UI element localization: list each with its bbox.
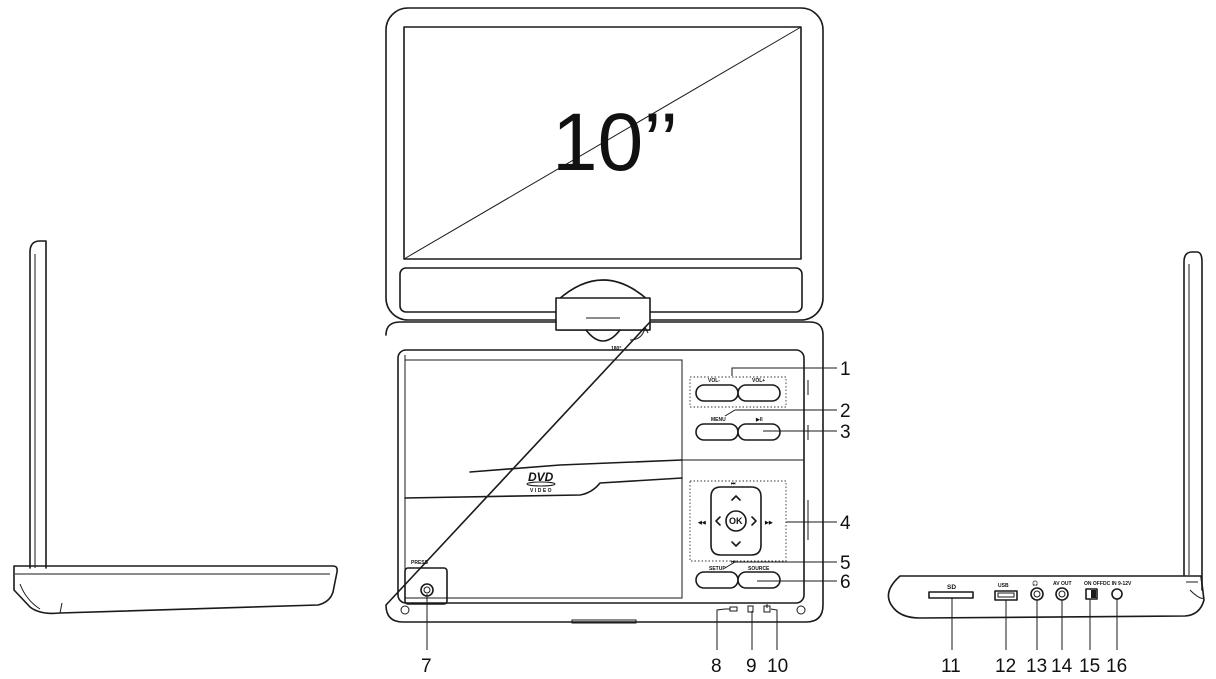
vol-plus-button[interactable] <box>737 384 781 402</box>
usb-label: USB <box>998 583 1009 589</box>
dvd-video-logo: DVD VIDEO <box>526 470 556 494</box>
press-label: PRESS <box>411 560 429 566</box>
callout-numbers: 1 2 3 4 5 6 7 8 9 10 11 12 13 14 15 16 <box>421 359 1127 677</box>
fast-forward-icon: ▶▶ <box>764 520 774 526</box>
right-side-view: SD USB 🎧 AV OUT ON OFF DC IN 9-12V <box>887 251 1205 619</box>
callout-14: 14 <box>1051 656 1073 677</box>
callout-4: 4 <box>840 513 851 534</box>
callout-9: 9 <box>746 656 757 677</box>
headphone-jack[interactable]: 🎧 <box>1030 580 1044 601</box>
rewind-icon: ◀◀ <box>697 520 706 526</box>
screw-left <box>400 605 410 615</box>
screw-right <box>796 605 806 615</box>
dc-in-jack[interactable]: DC IN 9-12V <box>1103 581 1132 600</box>
rotation-label: 180° <box>611 346 621 352</box>
av-out-jack[interactable]: AV OUT <box>1053 581 1072 601</box>
callout-16: 16 <box>1106 656 1127 677</box>
navigation-pad[interactable]: OK <box>710 486 762 556</box>
ok-label: OK <box>729 516 743 526</box>
vol-minus-label: VOL- <box>708 378 720 384</box>
dc-in-label: DC IN 9-12V <box>1103 581 1132 587</box>
power-switch-label: ON OFF <box>1084 581 1103 587</box>
callout-10: 10 <box>767 656 788 677</box>
source-button[interactable] <box>737 571 781 589</box>
callout-12: 12 <box>995 656 1016 677</box>
av-out-label: AV OUT <box>1053 581 1072 587</box>
menu-button[interactable] <box>695 423 739 441</box>
ir-sensor <box>725 606 738 612</box>
vol-minus-button[interactable] <box>695 384 739 402</box>
sd-card-slot[interactable]: SD <box>928 584 974 599</box>
press-open-button[interactable]: PRESS <box>404 560 448 605</box>
dvd-logo-text: DVD <box>528 470 554 484</box>
control-panel: VOL- VOL+ MENU ▶II OK ⏮ ⏭ ◀◀ ▶▶ SETUP <box>689 376 787 589</box>
right-arrow-icon[interactable] <box>751 516 757 526</box>
player-base: DVD VIDEO PRESS <box>385 321 824 624</box>
power-indicator <box>763 604 771 613</box>
callout-3: 3 <box>840 422 851 443</box>
sd-card-label: SD <box>947 584 956 591</box>
charge-indicator <box>747 605 754 613</box>
callout-5: 5 <box>840 553 851 574</box>
next-icon: ⏭ <box>731 559 736 565</box>
ok-button[interactable] <box>725 510 747 532</box>
callout-15: 15 <box>1079 656 1100 677</box>
vol-plus-label: VOL+ <box>752 378 765 384</box>
callout-2: 2 <box>840 401 851 422</box>
menu-label: MENU <box>711 417 726 423</box>
callout-6: 6 <box>840 572 851 593</box>
callout-7: 7 <box>421 656 432 677</box>
callout-13: 13 <box>1026 656 1047 677</box>
setup-label: SETUP <box>709 566 726 572</box>
callout-8: 8 <box>711 656 722 677</box>
play-pause-label: ▶II <box>755 417 763 423</box>
left-arrow-icon[interactable] <box>715 516 721 526</box>
left-side-view <box>13 240 338 615</box>
up-arrow-icon[interactable] <box>731 495 741 501</box>
source-label: SOURCE <box>748 566 770 572</box>
video-logo-text: VIDEO <box>530 488 553 494</box>
play-pause-button[interactable] <box>737 423 781 441</box>
power-switch[interactable]: ON OFF <box>1084 581 1103 600</box>
callout-leaders <box>426 367 1118 650</box>
down-arrow-icon[interactable] <box>731 541 741 547</box>
screen-size-label: 10’’ <box>552 97 678 188</box>
setup-button[interactable] <box>695 571 739 589</box>
callout-1: 1 <box>840 359 851 380</box>
screen-lid: 10’’ 180° <box>385 7 824 352</box>
callout-11: 11 <box>941 656 961 677</box>
prev-icon: ⏮ <box>731 481 736 487</box>
headphone-icon: 🎧 <box>1032 580 1038 587</box>
usb-port[interactable]: USB <box>994 583 1018 601</box>
